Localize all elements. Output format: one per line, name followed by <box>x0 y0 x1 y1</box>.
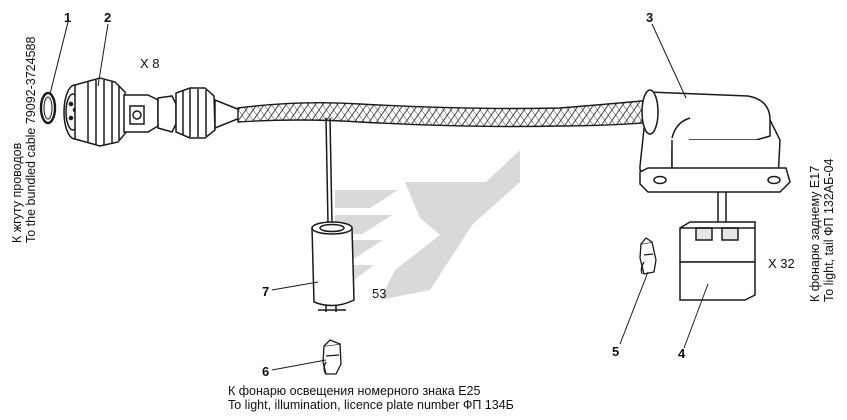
callout-2: 2 <box>104 10 112 25</box>
callout-53: 53 <box>372 286 387 301</box>
branch-wire <box>325 117 333 225</box>
left-caption-en: To the bundled cable 79092-3724588 <box>24 36 38 243</box>
leader-lines <box>49 21 709 371</box>
left-caption: К жгуту проводов To the bundled cable 79… <box>10 37 38 243</box>
callout-3: 3 <box>646 10 654 25</box>
bottom-caption: К фонарю освещения номерного знака Е25 T… <box>228 384 514 412</box>
terminal-6 <box>322 339 342 375</box>
watermark-logo <box>335 150 520 300</box>
right-caption-en: To light, tail ФП 132АБ-04 <box>822 158 836 302</box>
right-caption-ru: К фонарю заднему Е17 <box>808 165 822 302</box>
tail-light-body <box>639 89 791 222</box>
connector-x8 <box>63 77 241 147</box>
connector-x32-label: X 32 <box>768 256 795 271</box>
connector-x32 <box>679 221 756 301</box>
callout-6: 6 <box>262 364 270 379</box>
lamp-sleeve <box>311 221 355 312</box>
left-caption-ru: К жгуту проводов <box>10 142 24 243</box>
connector-x8-label: X 8 <box>140 56 160 71</box>
callout-4: 4 <box>678 346 686 361</box>
callout-1: 1 <box>64 10 72 25</box>
terminal-5 <box>639 237 657 275</box>
braided-cable <box>237 99 655 128</box>
callout-5: 5 <box>612 344 620 359</box>
bottom-caption-ru: К фонарю освещения номерного знака Е25 <box>228 384 481 398</box>
o-ring-seal <box>39 91 57 125</box>
bottom-caption-en: To light, illumination, licence plate nu… <box>228 398 514 412</box>
right-caption: К фонарю заднему Е17 To light, tail ФП 1… <box>808 159 836 302</box>
callout-7: 7 <box>262 284 270 299</box>
